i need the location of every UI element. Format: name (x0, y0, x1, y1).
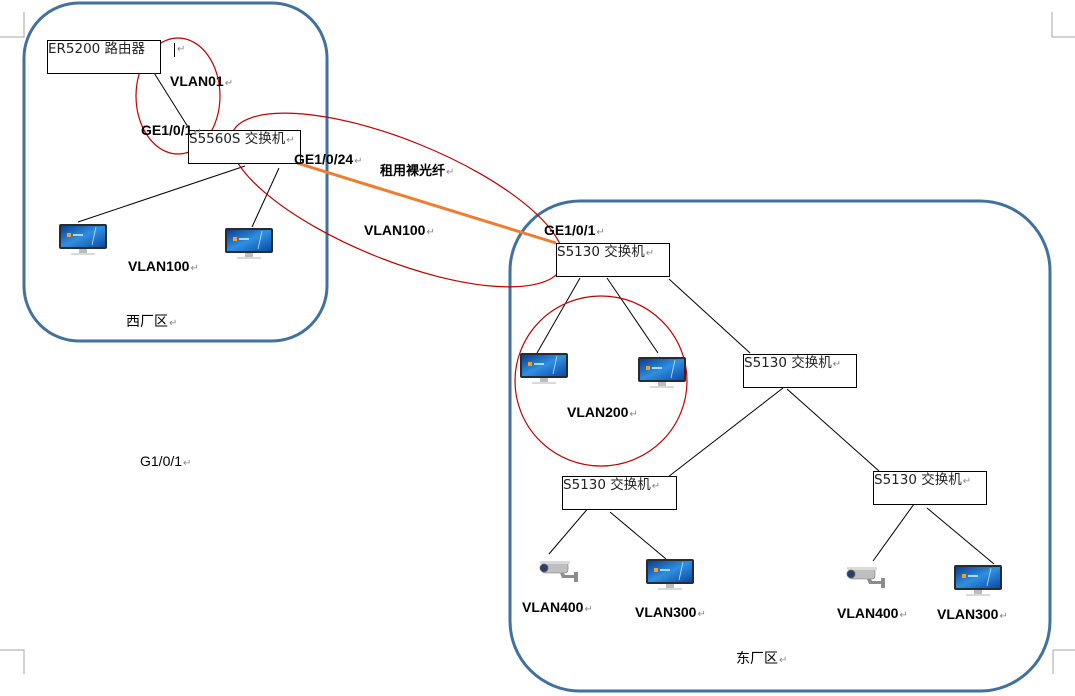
link-main-pc1 (536, 277, 581, 354)
monitor-icon[interactable] (58, 223, 108, 257)
fiber-label: 租用裸光纤↵ (380, 164, 455, 179)
link-mid-right (786, 388, 880, 472)
monitor-icon[interactable] (519, 352, 569, 386)
paragraph-mark: ↵ (962, 476, 972, 487)
paragraph-mark: ↵ (286, 135, 295, 146)
corner-mark-bottom-right (1052, 649, 1075, 674)
core-switch-west-label: S5560S 交换机 (189, 131, 286, 147)
router-box[interactable]: ER5200 路由器 (47, 40, 161, 74)
camera-icon[interactable] (536, 558, 582, 586)
ge-router-port-label: GE1/0/1↵ (141, 122, 202, 138)
link-right-pc (926, 507, 995, 565)
camera-icon[interactable] (843, 564, 889, 592)
switch-east-right-label: S5130 交换机 (874, 472, 962, 488)
vlan300-right-label: VLAN300↵ (937, 606, 1008, 622)
link-right-cam (872, 503, 915, 562)
link-core-pc1 (77, 165, 246, 223)
west-zone-label: 西厂区↵ (126, 314, 178, 330)
vlan200-ellipse (514, 295, 688, 467)
paragraph-mark: ↵ (177, 44, 186, 55)
monitor-icon[interactable] (953, 564, 1003, 598)
east-zone-label: 东厂区↵ (736, 651, 788, 667)
vlan300-left-label: VLAN300↵ (635, 604, 706, 620)
paragraph-mark: ↵ (832, 359, 842, 370)
switch-east-main-label: S5130 交换机 (557, 244, 645, 260)
vlan400-left-label: VLAN400↵ (522, 599, 593, 615)
switch-east-main-box[interactable]: S5130 交换机↵ (556, 243, 670, 277)
link-core-pc2 (251, 167, 280, 228)
vlan100-west-label: VLAN100↵ (128, 258, 199, 274)
fiber-link (296, 161, 557, 245)
page-corner-marks (0, 12, 1075, 674)
loose-port-label: G1/0/1↵ (140, 453, 192, 469)
monitor-icon[interactable] (645, 558, 695, 592)
switch-east-mid-box[interactable]: S5130 交换机↵ (743, 354, 857, 388)
vlan01-ellipse (135, 37, 221, 155)
paragraph-mark: ↵ (645, 248, 655, 259)
router-label: ER5200 路由器 (48, 41, 146, 57)
core-switch-west-box[interactable]: S5560S 交换机↵ (188, 130, 301, 164)
switch-east-mid-label: S5130 交换机 (744, 355, 832, 371)
vlan400-right-label: VLAN400↵ (837, 605, 908, 621)
corner-mark-bottom-left (0, 649, 25, 674)
link-left-pc (609, 511, 667, 560)
link-mid-left (667, 387, 784, 478)
monitor-icon[interactable] (637, 356, 687, 390)
ge-east-port-label: GE1/0/1↵ (544, 222, 605, 238)
switch-east-right-box[interactable]: S5130 交换机↵ (873, 471, 987, 505)
corner-mark-top-right (1051, 12, 1075, 38)
vlan01-label: VLAN01↵ (170, 73, 234, 89)
monitor-icon[interactable] (224, 227, 274, 261)
text-cursor (174, 43, 175, 57)
vlan100-link-label: VLAN100↵ (364, 222, 435, 238)
link-main-pc2 (606, 277, 659, 354)
link-main-mid (668, 278, 751, 354)
vlan100-link-ellipse (229, 112, 565, 288)
corner-mark-top-left (0, 12, 25, 38)
paragraph-mark: ↵ (651, 481, 661, 492)
link-router-core (150, 67, 189, 128)
link-left-cam (548, 505, 591, 555)
vlan200-label: VLAN200↵ (567, 404, 638, 420)
links (77, 67, 995, 565)
ge-west-uplink-label: GE1/0/24↵ (294, 151, 363, 167)
switch-east-left-box[interactable]: S5130 交换机↵ (562, 476, 677, 510)
east-zone-boundary (508, 199, 1052, 693)
switch-east-left-label: S5130 交换机 (563, 477, 651, 493)
